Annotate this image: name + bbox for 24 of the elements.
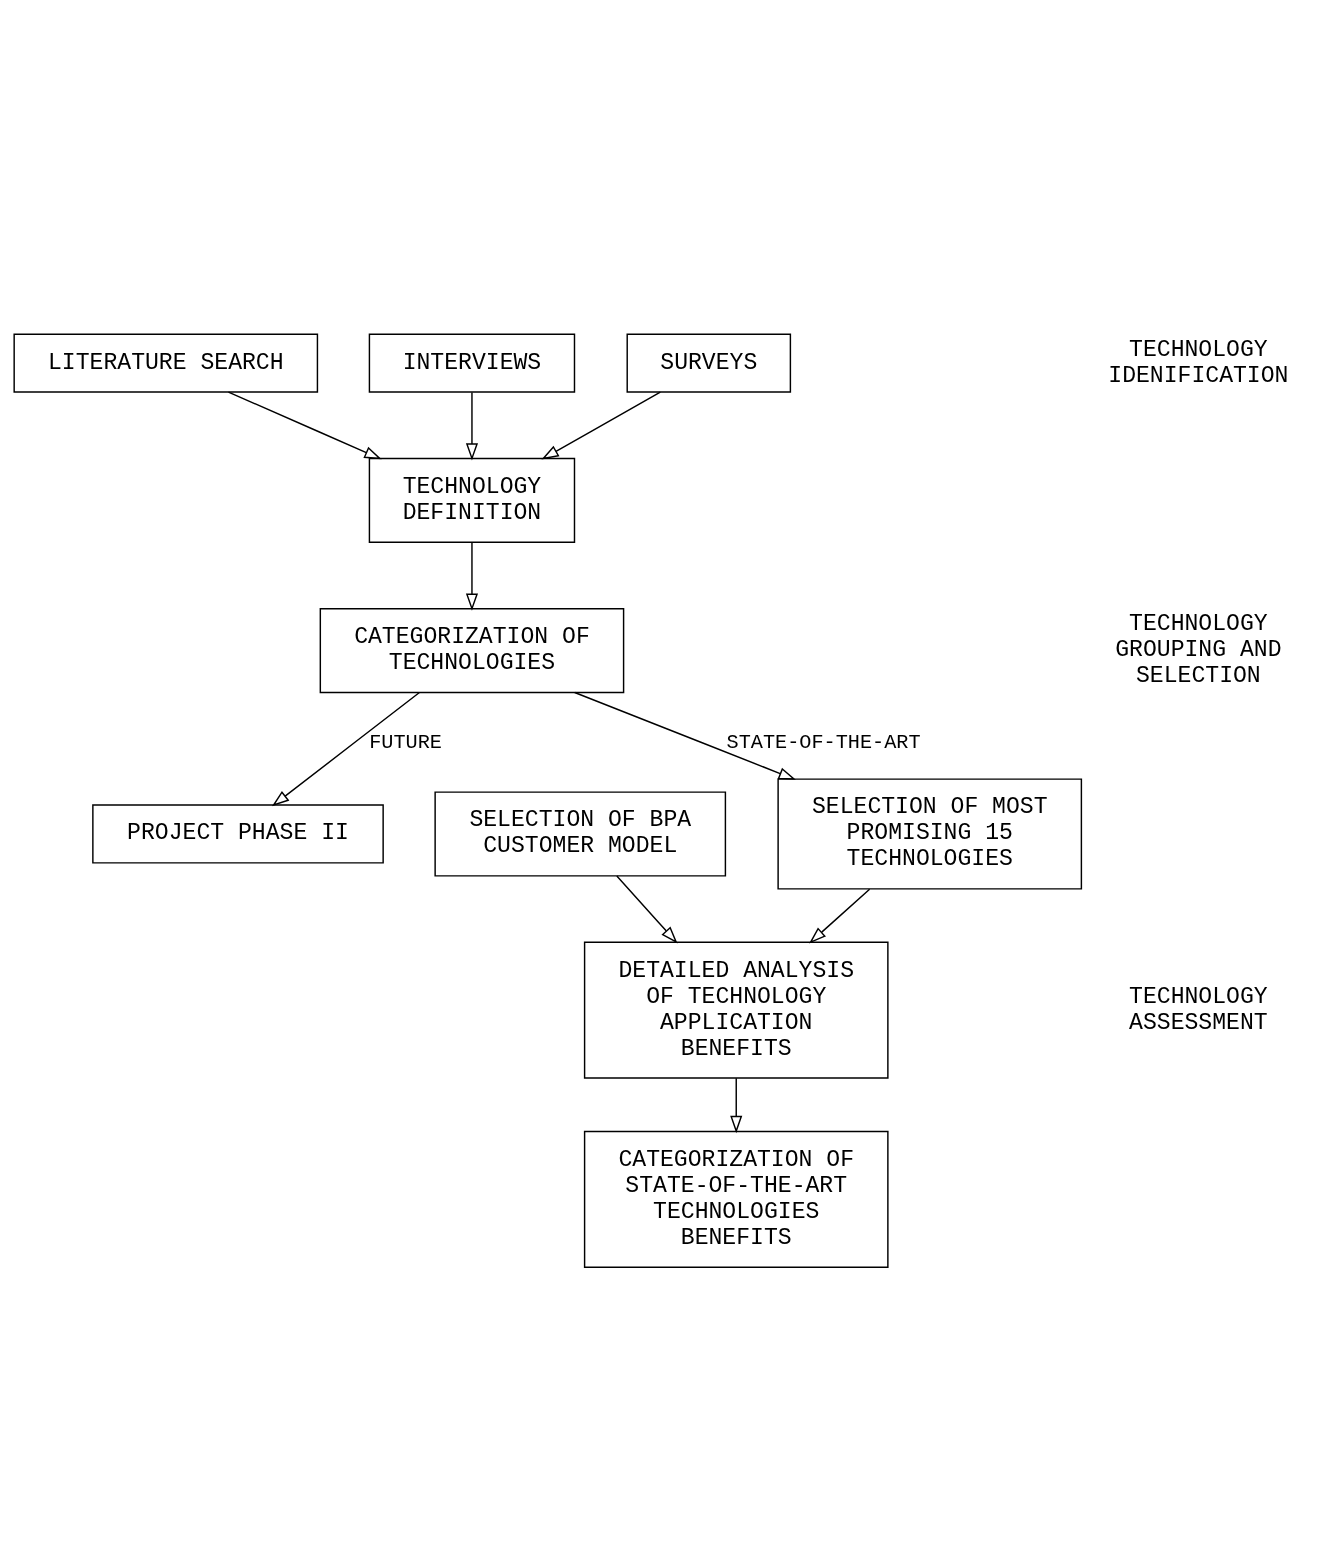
arrow	[573, 691, 796, 780]
node-box: DETAILED ANALYSIS OF TECHNOLOGY APPLICATION BENEFITS	[583, 941, 889, 1079]
arrow	[271, 691, 421, 807]
node-box: CATEGORIZATION OF STATE-OF-THE-ART TECHNOLOGIES BENEFITS	[583, 1130, 889, 1268]
label: TECHNOLOGY GROUPING AND SELECTION	[1115, 611, 1282, 690]
arrow	[616, 875, 678, 944]
edge-label: FUTURE	[369, 730, 442, 754]
node-box: SELECTION OF MOST PROMISING 15 TECHNOLOGIES	[777, 778, 1083, 890]
node-box: SELECTION OF BPA CUSTOMER MODEL	[434, 791, 727, 877]
arrow	[809, 888, 871, 944]
arrow	[227, 391, 382, 460]
node-box: INTERVIEWS	[368, 333, 576, 393]
label: TECHNOLOGY ASSESSMENT	[1129, 983, 1268, 1036]
node-box: CATEGORIZATION OF TECHNOLOGIES	[319, 607, 625, 694]
arrow	[730, 1077, 743, 1134]
arrow	[541, 391, 661, 460]
node-box: PROJECT PHASE II	[92, 804, 384, 864]
arrow	[465, 391, 479, 461]
label: TECHNOLOGY IDENIFICATION	[1108, 336, 1289, 389]
edge-label: STATE-OF-THE-ART	[726, 730, 921, 754]
node-box: SURVEYS	[626, 333, 792, 393]
node-box: TECHNOLOGY DEFINITION	[368, 457, 576, 543]
node-box: LITERATURE SEARCH	[13, 333, 319, 393]
arrow	[465, 541, 479, 611]
